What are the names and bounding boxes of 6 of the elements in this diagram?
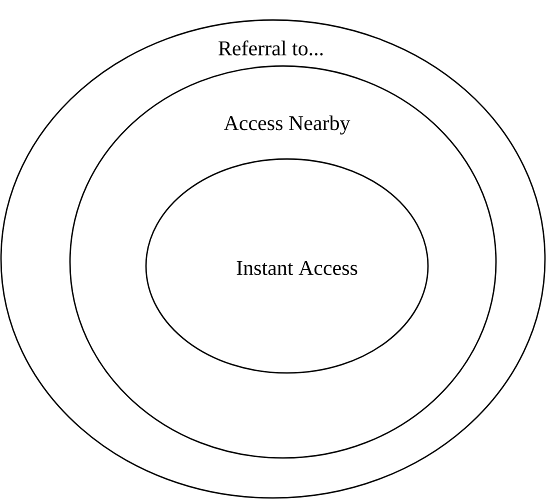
ring: [145, 158, 429, 374]
ring: [0, 19, 546, 499]
ring: [69, 65, 497, 459]
ring-label: Access Nearby: [224, 115, 350, 135]
ring-label: Referral to...: [218, 40, 323, 56]
ring-label: Instant Access: [236, 260, 358, 276]
